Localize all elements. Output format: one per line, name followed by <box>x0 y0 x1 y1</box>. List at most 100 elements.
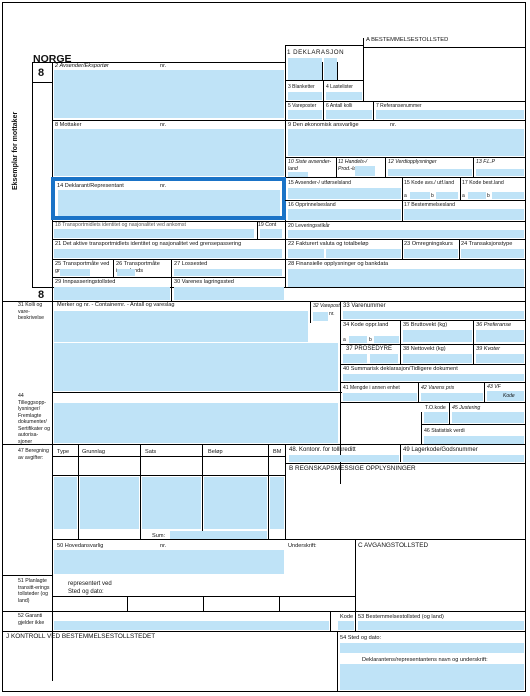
box44-field[interactable] <box>54 403 338 443</box>
declaration-field-2[interactable] <box>324 58 337 80</box>
box13-label: 13 F.L.P <box>476 159 495 165</box>
box38-field[interactable] <box>403 354 472 363</box>
box50-sign: Underskrift: <box>288 543 317 549</box>
box32-nr: nr. <box>329 311 335 317</box>
box35-field[interactable] <box>403 330 472 342</box>
box41-field[interactable] <box>343 393 417 401</box>
box34-field-a[interactable] <box>349 336 367 343</box>
box14-highlight[interactable] <box>51 177 286 220</box>
box32-label: 32 Varepost <box>313 303 340 309</box>
box30-field[interactable] <box>174 287 284 300</box>
box52-kode-field[interactable] <box>338 621 354 630</box>
box15a-field-b[interactable] <box>436 192 458 199</box>
box5-field[interactable] <box>288 110 322 119</box>
box9-field[interactable] <box>288 129 524 156</box>
box47-bm-field[interactable] <box>270 477 284 529</box>
box24-field[interactable] <box>461 249 524 258</box>
box52-label: 52 Garanti gjelder ikke <box>18 613 45 626</box>
box46-label: 46 Statistisk verdi <box>424 428 465 434</box>
box37-field-a[interactable] <box>343 354 367 363</box>
box47-sats-field[interactable] <box>142 477 201 529</box>
box11-label: 11 Handels-/ Prod.-land <box>338 159 368 172</box>
box53-field[interactable] <box>358 621 524 630</box>
box22-field-b[interactable] <box>326 249 401 258</box>
box43-label: 43 VF <box>487 384 501 390</box>
box15a-field-a[interactable] <box>410 192 430 199</box>
box31-field-1[interactable] <box>54 311 308 342</box>
box10-field[interactable] <box>288 172 308 177</box>
box17a-field-a[interactable] <box>468 192 486 199</box>
box22-field-a[interactable] <box>288 249 324 258</box>
box18-field[interactable] <box>54 229 254 238</box>
box15a-label: 15 Kode avs./ utf.land <box>404 180 455 186</box>
box50-field[interactable] <box>54 550 284 574</box>
box3-field[interactable] <box>288 92 322 100</box>
box50-label: 50 Hovedansvarlig <box>57 543 104 549</box>
box38-label: 38 Nettovekt (kg) <box>403 346 446 352</box>
box18-label: 18 Transportmidlets identitet og nasjona… <box>55 222 186 228</box>
box39-label: 39 Kvoter <box>476 346 500 352</box>
box45-field[interactable] <box>452 412 524 423</box>
box7-field[interactable] <box>376 110 524 119</box>
box52-field[interactable] <box>54 621 329 630</box>
box20-field[interactable] <box>288 230 524 238</box>
box34-label: 34 Kode oppr.land <box>343 322 389 328</box>
box43-kode: Kode <box>503 393 515 399</box>
box3-label: 3 Blanketter <box>288 84 315 90</box>
box17-field[interactable] <box>404 209 524 220</box>
box46-field[interactable] <box>424 436 524 444</box>
box2-field[interactable] <box>54 70 284 118</box>
box22-label: 22 Fakturert valuta og totalbeløp <box>288 241 369 247</box>
box28-field[interactable] <box>288 269 524 287</box>
box33-label: 33 Varenummer <box>343 303 386 309</box>
box49-field[interactable] <box>403 455 524 462</box>
box17a-field-b[interactable] <box>492 192 524 199</box>
box47-grunnlag-field[interactable] <box>80 477 139 529</box>
box42-field[interactable] <box>421 393 483 401</box>
box54-field[interactable] <box>340 643 524 653</box>
box47-belop-field[interactable] <box>204 477 267 529</box>
box47-sum-field[interactable] <box>170 531 267 539</box>
box34-field-b[interactable] <box>374 336 399 343</box>
box8-field[interactable] <box>54 129 284 176</box>
box17a-b: b <box>487 193 490 199</box>
box27-field[interactable] <box>174 269 282 276</box>
box44-to-field[interactable] <box>424 412 448 423</box>
box34-b: b <box>369 337 372 343</box>
box11-field[interactable] <box>355 166 375 176</box>
box48-field[interactable] <box>289 455 399 462</box>
box29-label: 29 Innpasseringstollsted <box>55 279 116 285</box>
box44-to-label: T.O.kode <box>425 405 446 411</box>
box47-label: 47 Beregning av avgifter: <box>18 448 49 461</box>
box54-sign-field[interactable] <box>340 664 524 690</box>
box34-a: a <box>343 337 346 343</box>
box40-field[interactable] <box>343 374 524 381</box>
box14-field[interactable] <box>58 190 280 216</box>
box37-field-b[interactable] <box>370 354 398 363</box>
box36-field[interactable] <box>476 330 524 342</box>
copy-number: 8 <box>38 67 45 79</box>
declaration-field-1[interactable] <box>288 58 322 80</box>
box39-field[interactable] <box>476 354 524 363</box>
box26-field[interactable] <box>117 269 135 276</box>
box25-field[interactable] <box>60 269 90 276</box>
box33-field[interactable] <box>343 311 524 319</box>
box31-field-2[interactable] <box>54 343 338 391</box>
box23-field[interactable] <box>404 249 458 258</box>
box32-field[interactable] <box>313 312 328 321</box>
box6-field[interactable] <box>326 110 372 119</box>
box43-field[interactable] <box>487 391 524 401</box>
box50-rep: representert ved <box>68 581 112 587</box>
box16-field[interactable] <box>288 209 401 220</box>
box13-field[interactable] <box>476 169 524 176</box>
box29-field[interactable] <box>54 287 170 300</box>
box15-field[interactable] <box>288 188 401 199</box>
box21-field[interactable] <box>54 249 282 258</box>
box47-type-field[interactable] <box>54 477 77 529</box>
box52-kode: Kode <box>340 614 354 620</box>
box15a-a: a <box>404 193 407 199</box>
box12-field[interactable] <box>388 169 472 176</box>
box10-label: 10 Siste avsender-land <box>288 159 332 172</box>
box19-field[interactable] <box>260 229 282 238</box>
box4-field[interactable] <box>326 92 362 100</box>
